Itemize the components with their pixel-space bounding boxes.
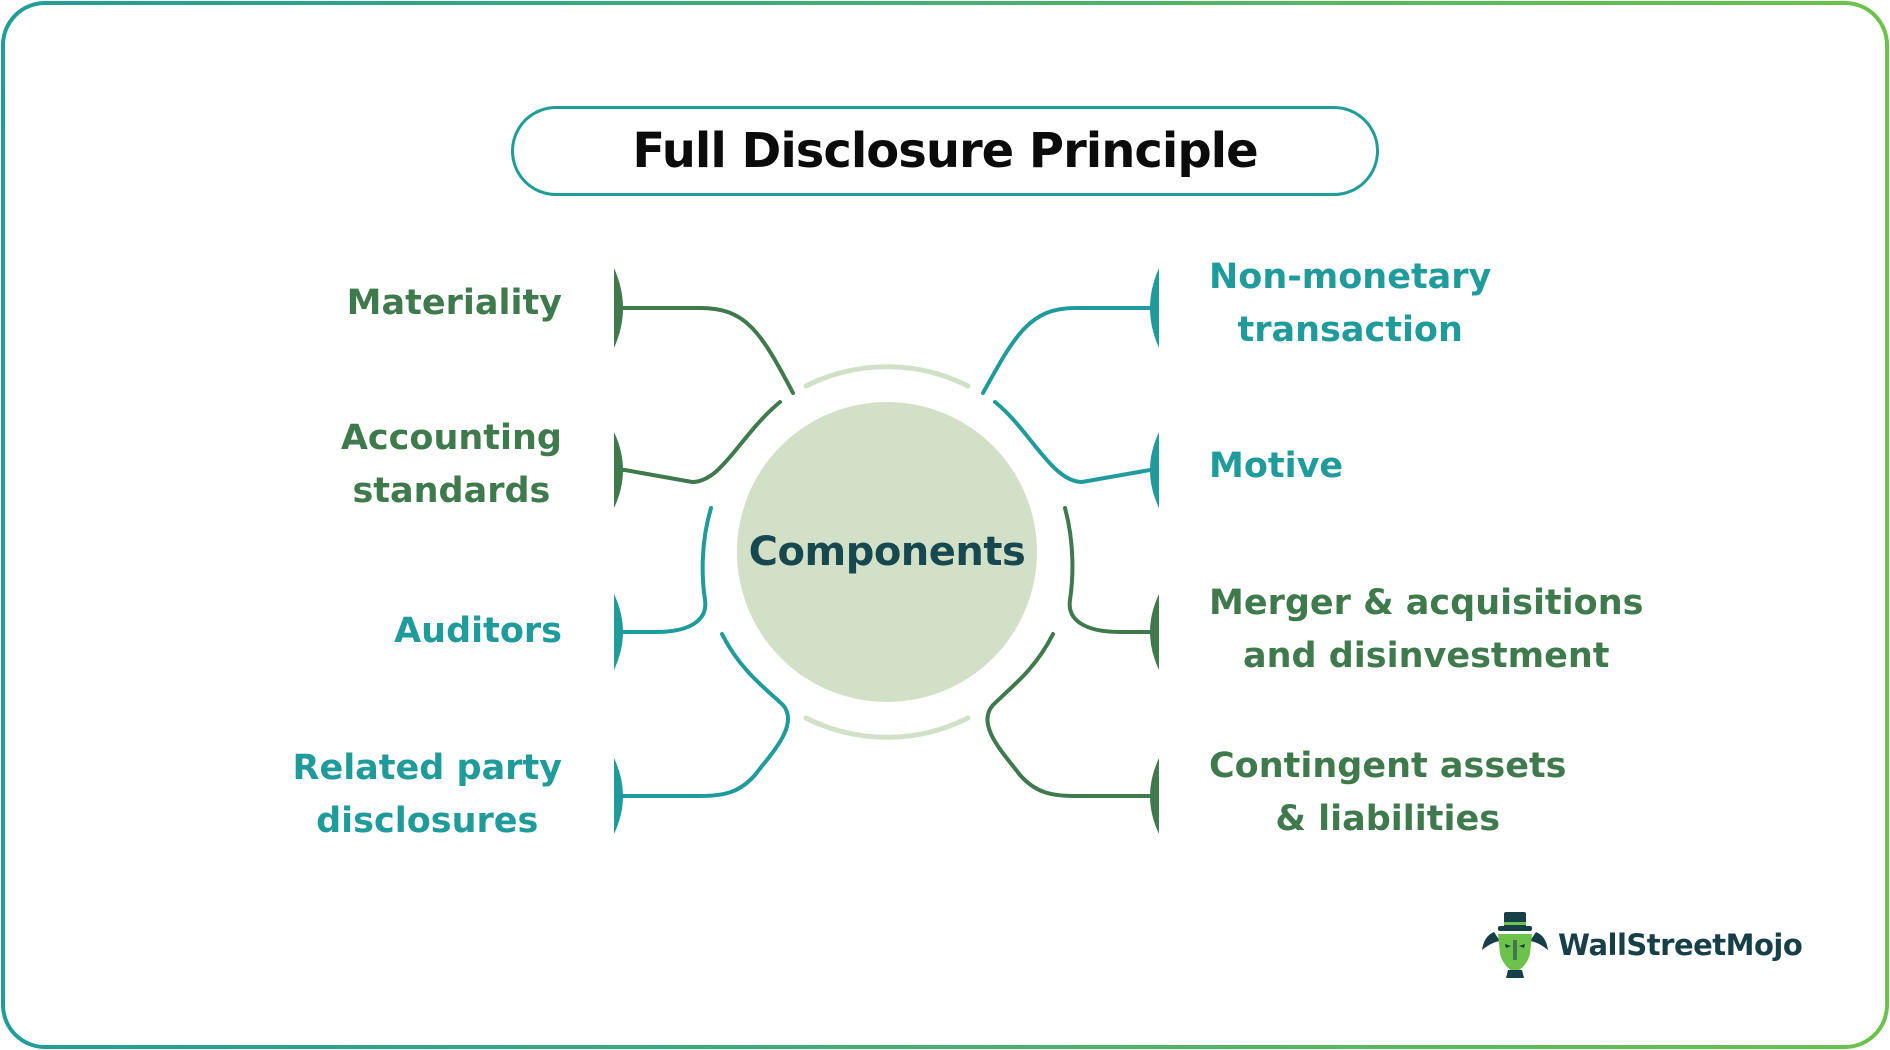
left-item-related-party: Related party disclosures	[293, 742, 563, 848]
connector-right-nonmonetary	[981, 306, 1157, 395]
endcap-left-auditors	[614, 594, 623, 670]
left-item-accounting-standards: Accounting standards	[341, 412, 562, 518]
right-item-line: Non-monetary	[1209, 257, 1492, 297]
left-item-line: Related party	[292, 748, 563, 788]
left-item-auditors: Auditors	[394, 605, 562, 658]
connector-right-contingent	[985, 632, 1157, 798]
right-item-motive: Motive	[1209, 440, 1343, 493]
right-item-line: & liabilities	[1275, 799, 1501, 839]
connector-left-accounting	[616, 400, 782, 485]
right-item-non-monetary: Non-monetary transaction	[1209, 251, 1491, 357]
right-item-contingent: Contingent assets & liabilities	[1209, 740, 1567, 846]
title-pill: Full Disclosure Principle	[511, 106, 1379, 196]
left-item-materiality: Materiality	[347, 277, 562, 330]
endcap-right-nonmonetary	[1150, 268, 1159, 348]
right-item-line: Motive	[1209, 446, 1344, 486]
endcap-right-contingent	[1150, 758, 1159, 834]
left-item-line: Auditors	[394, 611, 562, 651]
ring-arc-bottom	[803, 715, 971, 740]
left-item-line: standards	[352, 471, 551, 511]
connector-right-merger	[1063, 506, 1157, 634]
endcap-right-merger	[1150, 594, 1159, 670]
right-item-merger: Merger & acquisitions and disinvestment	[1209, 577, 1643, 683]
right-item-line: Contingent assets	[1209, 746, 1567, 786]
left-item-line: disclosures	[316, 801, 539, 841]
page-title: Full Disclosure Principle	[632, 123, 1258, 179]
right-item-line: transaction	[1237, 310, 1463, 350]
connector-left-auditors	[616, 506, 713, 634]
brand-logo: WallStreetMojo	[1480, 910, 1803, 980]
endcap-right-motive	[1150, 432, 1159, 508]
endcap-left-related	[614, 758, 623, 834]
endcap-left-accounting	[614, 432, 623, 508]
center-label: Components	[748, 529, 1026, 575]
right-item-line: and disinvestment	[1242, 636, 1610, 676]
left-item-line: Accounting	[340, 418, 562, 458]
right-item-line: Merger & acquisitions	[1209, 583, 1644, 623]
left-item-line: Materiality	[346, 283, 562, 323]
ring-arc-top	[803, 364, 971, 389]
connector-left-related	[616, 632, 791, 798]
connector-left-materiality	[616, 306, 795, 395]
center-circle: Components	[737, 402, 1037, 702]
connector-right-motive	[993, 400, 1157, 485]
bull-mascot-icon	[1482, 912, 1548, 978]
brand-name: WallStreetMojo	[1558, 928, 1803, 962]
endcap-left-materiality	[614, 268, 623, 348]
